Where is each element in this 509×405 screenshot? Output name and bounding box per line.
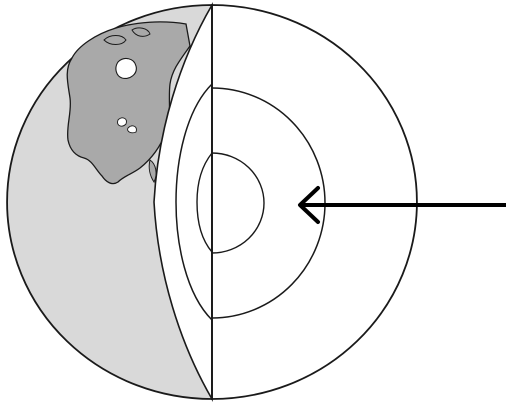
lake (118, 118, 127, 126)
lake (128, 126, 137, 133)
crust (212, 5, 417, 399)
bay (116, 59, 136, 79)
